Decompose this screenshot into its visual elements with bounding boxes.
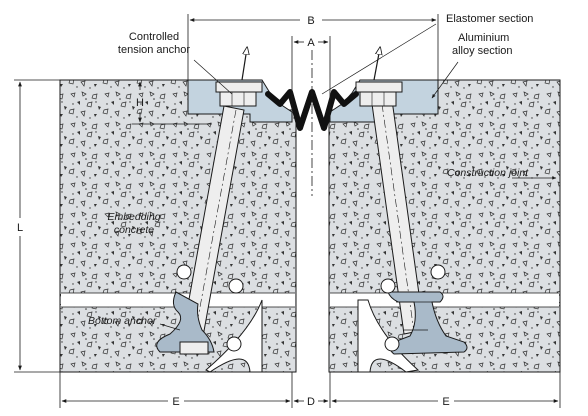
rebar-circles (176, 264, 446, 352)
label-elastomer-section: Elastomer section (446, 13, 533, 25)
label-aluminium-alloy-line2: alloy section (452, 45, 513, 57)
dimension-b-label: B (307, 15, 314, 27)
label-embedding-concrete-line2: concrete (114, 224, 154, 236)
dimension-a: A (291, 36, 331, 110)
dimension-e-right-label: E (442, 396, 449, 408)
dimension-h-label: H (136, 97, 144, 109)
label-aluminium-alloy-line1: Aluminium (458, 32, 509, 44)
dimension-l-label: L (17, 222, 23, 234)
dimension-bottom: E D E (59, 372, 561, 408)
left-anchor-bolt (156, 48, 263, 355)
callout-leaders (159, 23, 557, 331)
label-bottom-anchor: Bottom anchor (88, 315, 157, 327)
right-anchor-bolt (355, 48, 468, 355)
label-controlled-tension-anchor-line2: tension anchor (118, 44, 190, 56)
label-construction-joint: Construction joint (447, 167, 529, 179)
dimension-a-label: A (307, 37, 315, 49)
dimension-e-left-label: E (172, 396, 179, 408)
construction-joint-bands (61, 292, 559, 308)
dimension-b: B (187, 14, 439, 80)
dimension-h: H (132, 79, 212, 125)
label-embedding-concrete-line1: Embedding (107, 211, 160, 223)
dimension-l: L (14, 79, 60, 373)
dimension-d-label: D (307, 396, 315, 408)
label-controlled-tension-anchor-line1: Controlled (129, 31, 179, 43)
